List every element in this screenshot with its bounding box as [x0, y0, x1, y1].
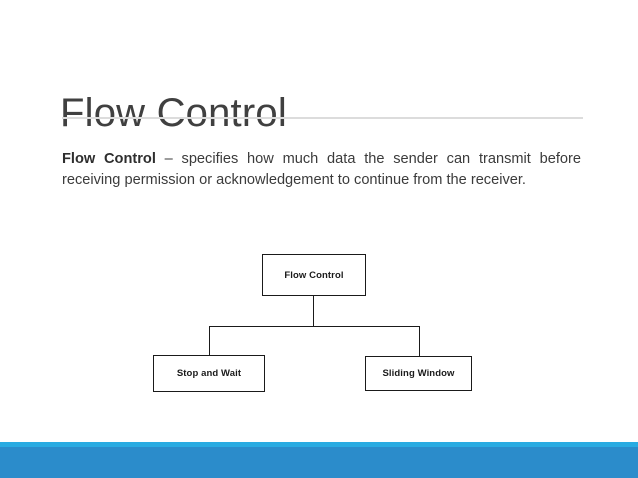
connector-drop-right [418, 326, 420, 356]
diagram-node-root[interactable]: Flow Control [262, 254, 366, 296]
body-definition-text: – specifies how much data the sender can… [62, 150, 581, 188]
footer-bar [0, 447, 638, 478]
body-lead-term: Flow Control [62, 150, 156, 167]
title-divider [62, 117, 583, 119]
footer-accent-stripe [0, 442, 638, 447]
connector-drop-left [209, 326, 211, 355]
diagram-node-sliding-window-label: Sliding Window [382, 368, 455, 379]
diagram-node-sliding-window[interactable]: Sliding Window [365, 356, 472, 391]
connector-horizontal-bar [209, 326, 420, 328]
connector-root-stem [313, 296, 315, 327]
page-title: Flow Control [60, 90, 287, 135]
body-paragraph: Flow Control – specifies how much data t… [62, 149, 581, 191]
diagram-node-root-label: Flow Control [284, 269, 344, 281]
diagram-node-stop-and-wait[interactable]: Stop and Wait [153, 355, 265, 392]
diagram-node-stop-and-wait-label: Stop and Wait [176, 368, 242, 379]
